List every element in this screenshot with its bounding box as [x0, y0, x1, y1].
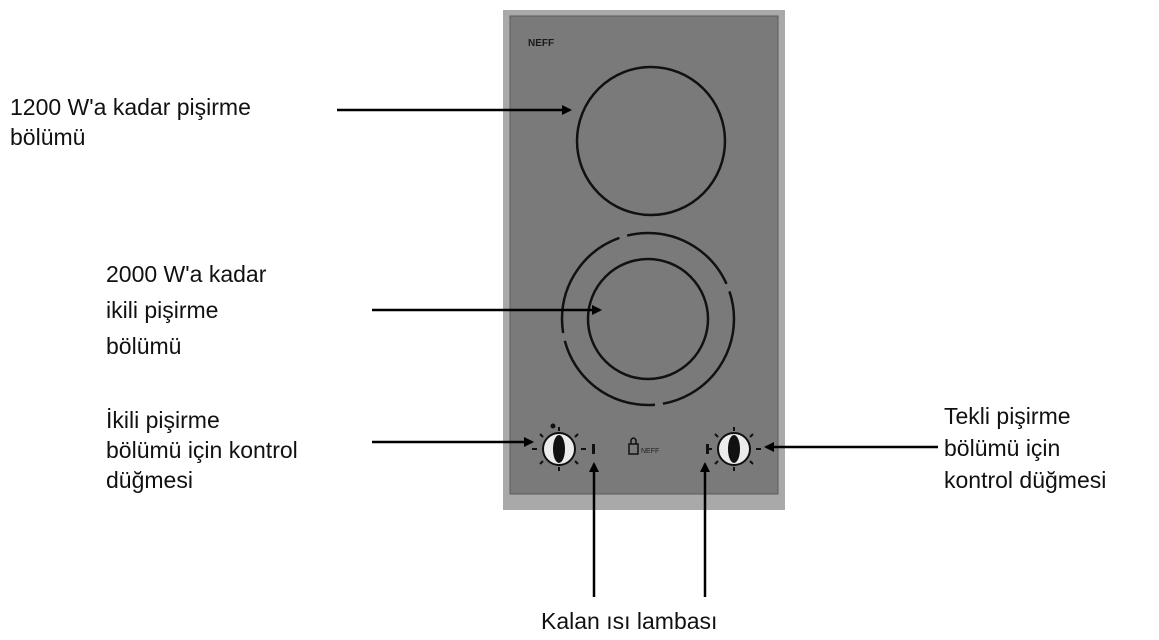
single-control-label-line-2: bölümü için [944, 435, 1061, 461]
dual-zone-label-line-2: ikili pişirme [106, 297, 219, 323]
single-zone-control-knob[interactable] [707, 427, 761, 471]
dual-zone-label-line-1: 2000 W'a kadar [106, 261, 267, 287]
residual-heat-symbol: NEFF [628, 437, 659, 455]
residual-heat-symbol-text: NEFF [641, 448, 659, 455]
single-zone-label-line-2: bölümü [10, 124, 86, 150]
dual-control-label-line-3: düğmesi [106, 467, 193, 493]
dual-control-label-line-1: İkili pişirme [106, 407, 220, 433]
dual-zone-outer-ring [560, 231, 736, 407]
dual-cooking-zone [560, 231, 736, 407]
single-zone-label-line-1: 1200 W'a kadar pişirme [10, 94, 251, 120]
dual-zone-inner-ring [586, 257, 710, 381]
single-cooking-zone [575, 65, 727, 217]
ceramic-glass-panel [509, 15, 779, 495]
dual-control-label-line-2: bölümü için kontrol [106, 437, 298, 463]
dual-zone-label: 2000 W'a kadar ikili pişirme bölümü [106, 256, 266, 364]
dual-zone-control-knob[interactable] [532, 423, 586, 472]
dual-zone-label-line-3: bölümü [106, 333, 182, 359]
dual-control-label: İkili pişirme bölümü için kontrol düğmes… [106, 405, 298, 495]
brand-logo: NEFF [528, 38, 554, 49]
single-control-label: Tekli pişirme bölümü için kontrol düğmes… [944, 400, 1106, 496]
single-control-label-line-1: Tekli pişirme [944, 403, 1071, 429]
single-zone-label: 1200 W'a kadar pişirme bölümü [10, 92, 251, 152]
residual-heat-lamp-label: Kalan ısı lambası [541, 608, 718, 634]
single-control-label-line-3: kontrol düğmesi [944, 467, 1107, 493]
residual-heat-lamp-left [592, 444, 595, 454]
